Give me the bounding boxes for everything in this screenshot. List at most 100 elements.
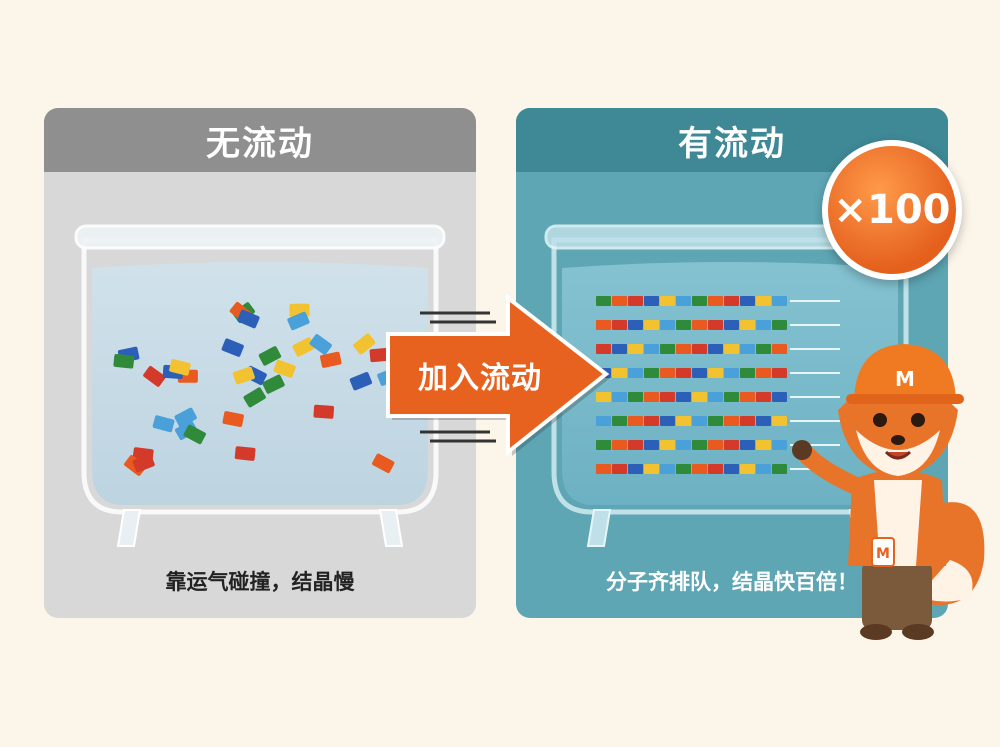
aligned-block [660,392,675,402]
tank-left-foot-1 [116,509,142,547]
aligned-block [740,464,755,474]
aligned-block [740,392,755,402]
aligned-block [660,344,675,354]
aligned-block [756,464,771,474]
scattered-block [232,366,255,385]
scattered-block [309,334,332,355]
aligned-block [740,296,755,306]
scattered-block [262,374,285,394]
aligned-block [708,296,723,306]
aligned-block [628,368,643,378]
aligned-block [628,440,643,450]
aligned-block [756,416,771,426]
aligned-block [772,368,787,378]
aligned-block [708,320,723,330]
scattered-block [183,424,206,445]
aligned-block [708,440,723,450]
aligned-block [628,392,643,402]
aligned-block [724,344,739,354]
aligned-block [724,368,739,378]
aligned-block [612,368,627,378]
aligned-block [628,296,643,306]
aligned-block [612,320,627,330]
aligned-block [644,392,659,402]
aligned-block [644,368,659,378]
aligned-block [644,440,659,450]
aligned-block [708,392,723,402]
panel-title-no-flow: 无流动 [44,108,476,172]
aligned-block-rows [596,296,840,474]
scattered-block [313,404,335,419]
aligned-block [660,440,675,450]
scattered-block [353,333,376,355]
aligned-block [756,320,771,330]
aligned-block [676,344,691,354]
tank-left-glass [81,237,439,515]
aligned-block [596,320,611,330]
aligned-block [612,392,627,402]
aligned-block [692,344,707,354]
aligned-block [740,368,755,378]
tank-left-rim [74,224,446,250]
scattered-block [152,415,175,433]
aligned-block [692,392,707,402]
aligned-block [724,320,739,330]
aligned-block [660,320,675,330]
scattered-block [174,407,197,428]
aligned-block [772,320,787,330]
tank-left-foot-2 [378,509,404,547]
aligned-block [612,440,627,450]
scattered-block [372,453,395,474]
aligned-block [612,296,627,306]
scattered-block [234,446,256,461]
aligned-block [628,320,643,330]
aligned-block [740,416,755,426]
aligned-block [676,464,691,474]
aligned-block [612,344,627,354]
tank-right [544,224,916,547]
aligned-block [660,464,675,474]
aligned-block [692,320,707,330]
aligned-block [772,416,787,426]
aligned-block [644,296,659,306]
aligned-block [772,344,787,354]
aligned-block [708,464,723,474]
aligned-block [596,344,611,354]
aligned-block [628,464,643,474]
aligned-block [628,416,643,426]
aligned-block [644,464,659,474]
aligned-block [772,440,787,450]
scattered-block [292,337,315,357]
aligned-block [676,392,691,402]
aligned-block [612,416,627,426]
arrow-label: 加入流动 [418,361,542,396]
fox-helmet [854,344,956,400]
aligned-block [676,320,691,330]
tank-right-foot-1 [586,509,612,547]
aligned-block [692,416,707,426]
speedup-badge: ×100 [822,140,962,280]
aligned-block [740,344,755,354]
scattered-block [369,347,391,363]
flow-arrow [386,293,610,457]
caption-no-flow: 靠运气碰撞，结晶慢 [165,570,355,594]
aligned-block [692,296,707,306]
aligned-block [708,344,723,354]
scattered-block [258,346,282,366]
aligned-block [596,464,611,474]
aligned-block [756,392,771,402]
scattered-block [320,351,342,368]
scattered-block [113,353,135,369]
scattered-block [243,387,266,408]
aligned-block [676,296,691,306]
aligned-block [756,368,771,378]
aligned-block [660,416,675,426]
mascot-helmet-letter: M [895,367,915,391]
aligned-block [724,416,739,426]
scattered-block [221,338,244,357]
aligned-block [708,368,723,378]
scattered-block [349,372,373,391]
aligned-block [660,296,675,306]
aligned-block [660,368,675,378]
